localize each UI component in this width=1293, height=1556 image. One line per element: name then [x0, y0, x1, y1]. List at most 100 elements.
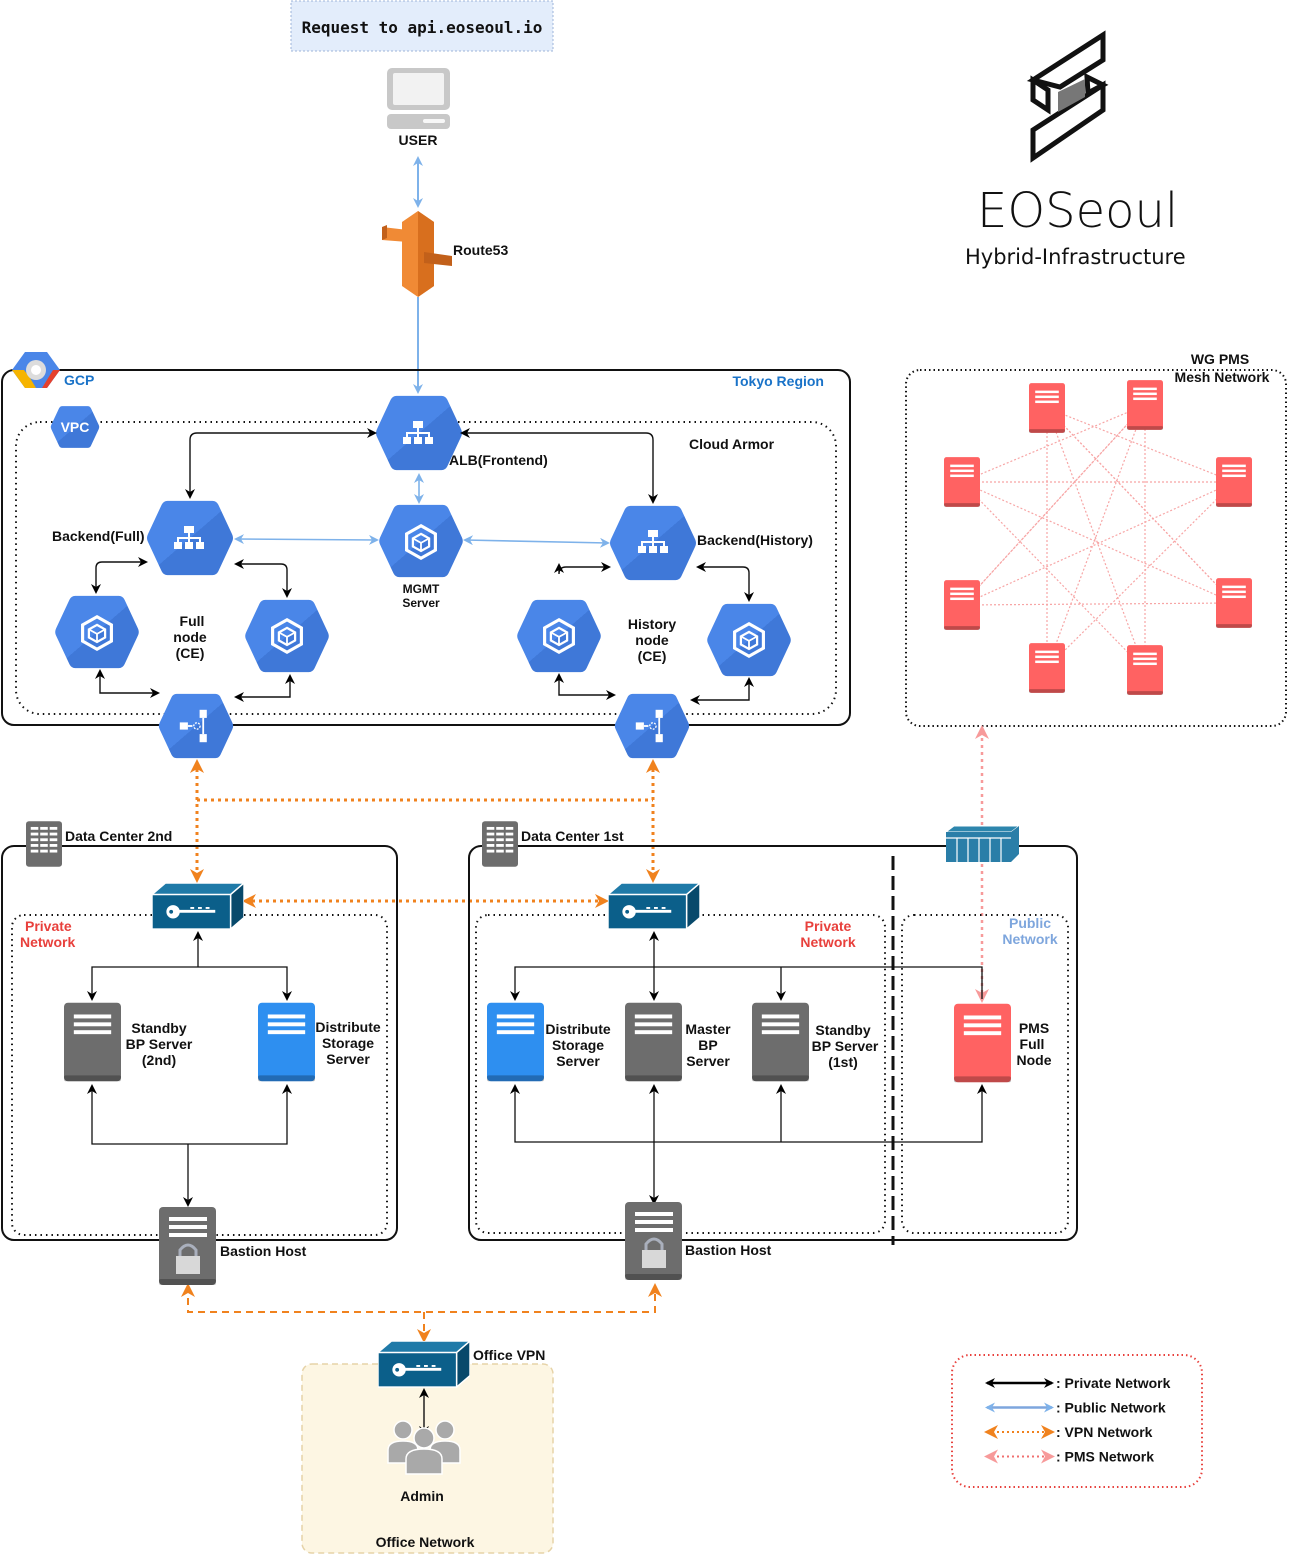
server-icon	[954, 1003, 1011, 1083]
vpc-badge: VPC	[50, 406, 100, 448]
mesh-server-node[interactable]	[1127, 645, 1163, 695]
region-label: Tokyo Region	[732, 373, 824, 389]
vpn-links	[190, 759, 660, 908]
svg-text:ALB(Frontend): ALB(Frontend)	[449, 452, 548, 468]
mesh-link	[960, 598, 1236, 610]
route53-label: Route53	[453, 242, 508, 258]
svg-text:Server: Server	[556, 1053, 600, 1069]
svg-text:Master: Master	[685, 1021, 731, 1037]
gcp-vpn-gateway-full[interactable]	[158, 693, 234, 759]
dc1-title: Data Center 1st	[521, 828, 624, 844]
backend-history[interactable]: Backend(History)	[609, 505, 813, 581]
history-node-2[interactable]	[707, 603, 791, 677]
dc1-pms-full-node[interactable]: PMS Full Node	[954, 1003, 1052, 1083]
history-node-1[interactable]	[517, 599, 601, 673]
brand-name: EOSeoul	[977, 183, 1178, 239]
compute-engine-icon	[55, 595, 139, 669]
bastion-lock-icon	[625, 1202, 682, 1280]
dc2-bastion-host[interactable]: Bastion Host	[159, 1207, 307, 1285]
full-node-2[interactable]	[245, 599, 329, 673]
mesh-links	[960, 403, 1236, 672]
backend-full[interactable]: Backend(Full)	[52, 500, 234, 576]
server-icon	[487, 1002, 544, 1082]
mesh-link	[1045, 403, 1147, 670]
mesh-server-node[interactable]	[944, 457, 980, 507]
aws-route53-icon	[382, 211, 452, 297]
dc1-private-label: Private	[805, 918, 852, 934]
dc1-master-bp-server[interactable]: Master BP Server	[625, 1002, 731, 1082]
dc1-private-links	[510, 931, 987, 1205]
route53-node[interactable]: Route53	[382, 211, 508, 297]
svg-text:Admin: Admin	[400, 1488, 444, 1504]
svg-text:Storage: Storage	[322, 1035, 374, 1051]
pms-mesh-container: WG PMS Mesh Network	[905, 351, 1287, 727]
mesh-server-node[interactable]	[1127, 380, 1163, 430]
full-node-1[interactable]	[55, 595, 139, 669]
mesh-link	[1045, 406, 1147, 672]
mesh-server-node[interactable]	[1216, 578, 1252, 628]
dc1-bastion-host[interactable]: Bastion Host	[625, 1202, 772, 1280]
gcp-private-links	[91, 428, 754, 705]
svg-text:(2nd): (2nd)	[142, 1052, 176, 1068]
firewall[interactable]	[944, 825, 1021, 862]
svg-text:Bastion Host: Bastion Host	[220, 1243, 307, 1259]
history-node-label: History	[628, 616, 676, 632]
user-node[interactable]: USER	[387, 68, 450, 148]
gcp-container: GCP Tokyo Region VPC Cloud Armor	[1, 352, 851, 726]
svg-text:node: node	[635, 632, 669, 648]
svg-text:Network: Network	[20, 934, 75, 950]
compute-engine-icon	[379, 504, 463, 578]
svg-text:Server: Server	[402, 596, 440, 610]
dc1-standby-bp-server[interactable]: Standby BP Server (1st)	[752, 1002, 879, 1082]
dc2-private-label: Private	[25, 918, 72, 934]
cloud-armor-label: Cloud Armor	[689, 436, 775, 452]
svg-text:Network: Network	[800, 934, 855, 950]
legend: : Private Network: Public Network: VPN N…	[951, 1354, 1203, 1488]
admin-group[interactable]: Admin	[387, 1420, 461, 1504]
mesh-link	[960, 480, 1147, 672]
mesh-server-node[interactable]	[944, 580, 980, 630]
vpn-router-icon	[608, 883, 700, 930]
svg-text:Storage: Storage	[552, 1037, 604, 1053]
svg-text:Distribute: Distribute	[545, 1021, 611, 1037]
dc2-storage-server[interactable]: Distribute Storage Server	[258, 1002, 381, 1082]
legend-label: : PMS Network	[1056, 1449, 1154, 1465]
gcp-vpn-gateway-history[interactable]	[614, 693, 690, 759]
mesh-server-node[interactable]	[1029, 643, 1065, 693]
svg-text:Backend(History): Backend(History)	[697, 532, 813, 548]
request-banner: Request to api.eoseoul.io	[290, 0, 554, 52]
vpn-router-icon	[378, 1341, 470, 1388]
mesh-server-node[interactable]	[1216, 457, 1252, 507]
mesh-link	[1045, 480, 1236, 670]
logo-core	[1058, 79, 1085, 112]
office-network-label: Office Network	[376, 1534, 475, 1550]
mgmt-server[interactable]: MGMT Server	[379, 504, 463, 610]
svg-text:Standby: Standby	[131, 1020, 186, 1036]
svg-text:Mesh Network: Mesh Network	[1175, 369, 1270, 385]
svg-text:BP: BP	[698, 1037, 717, 1053]
gcp-label: GCP	[64, 372, 94, 388]
dc2-private-links	[87, 931, 292, 1207]
svg-text:VPC: VPC	[61, 419, 90, 435]
svg-text:(CE): (CE)	[638, 648, 667, 664]
dc2-title: Data Center 2nd	[65, 828, 172, 844]
mesh-nodes	[944, 380, 1252, 695]
svg-text:Request to api.eoseoul.io: Request to api.eoseoul.io	[302, 18, 543, 37]
dc2-vpn-router[interactable]	[152, 883, 244, 930]
server-icon	[625, 1002, 682, 1082]
dc1-public-label: Public	[1009, 915, 1051, 931]
svg-text:BP Server: BP Server	[126, 1036, 193, 1052]
dc2-standby-bp-server[interactable]: Standby BP Server (2nd)	[64, 1002, 193, 1082]
vpn-gateway-icon	[614, 693, 690, 759]
mesh-link	[1045, 406, 1236, 605]
legend-label: : Private Network	[1056, 1375, 1171, 1391]
mesh-server-node[interactable]	[1029, 383, 1065, 433]
dc1-vpn-router[interactable]	[608, 883, 700, 930]
full-node-label: Full	[180, 613, 205, 629]
office-vpn[interactable]: Office VPN	[378, 1341, 545, 1388]
data-center-icon	[482, 821, 518, 867]
svg-text:Node: Node	[1017, 1052, 1052, 1068]
dc1-storage-server[interactable]: Distribute Storage Server	[487, 1002, 611, 1082]
legend-label: : Public Network	[1056, 1400, 1166, 1416]
eoseoul-logo-icon	[1026, 30, 1109, 163]
